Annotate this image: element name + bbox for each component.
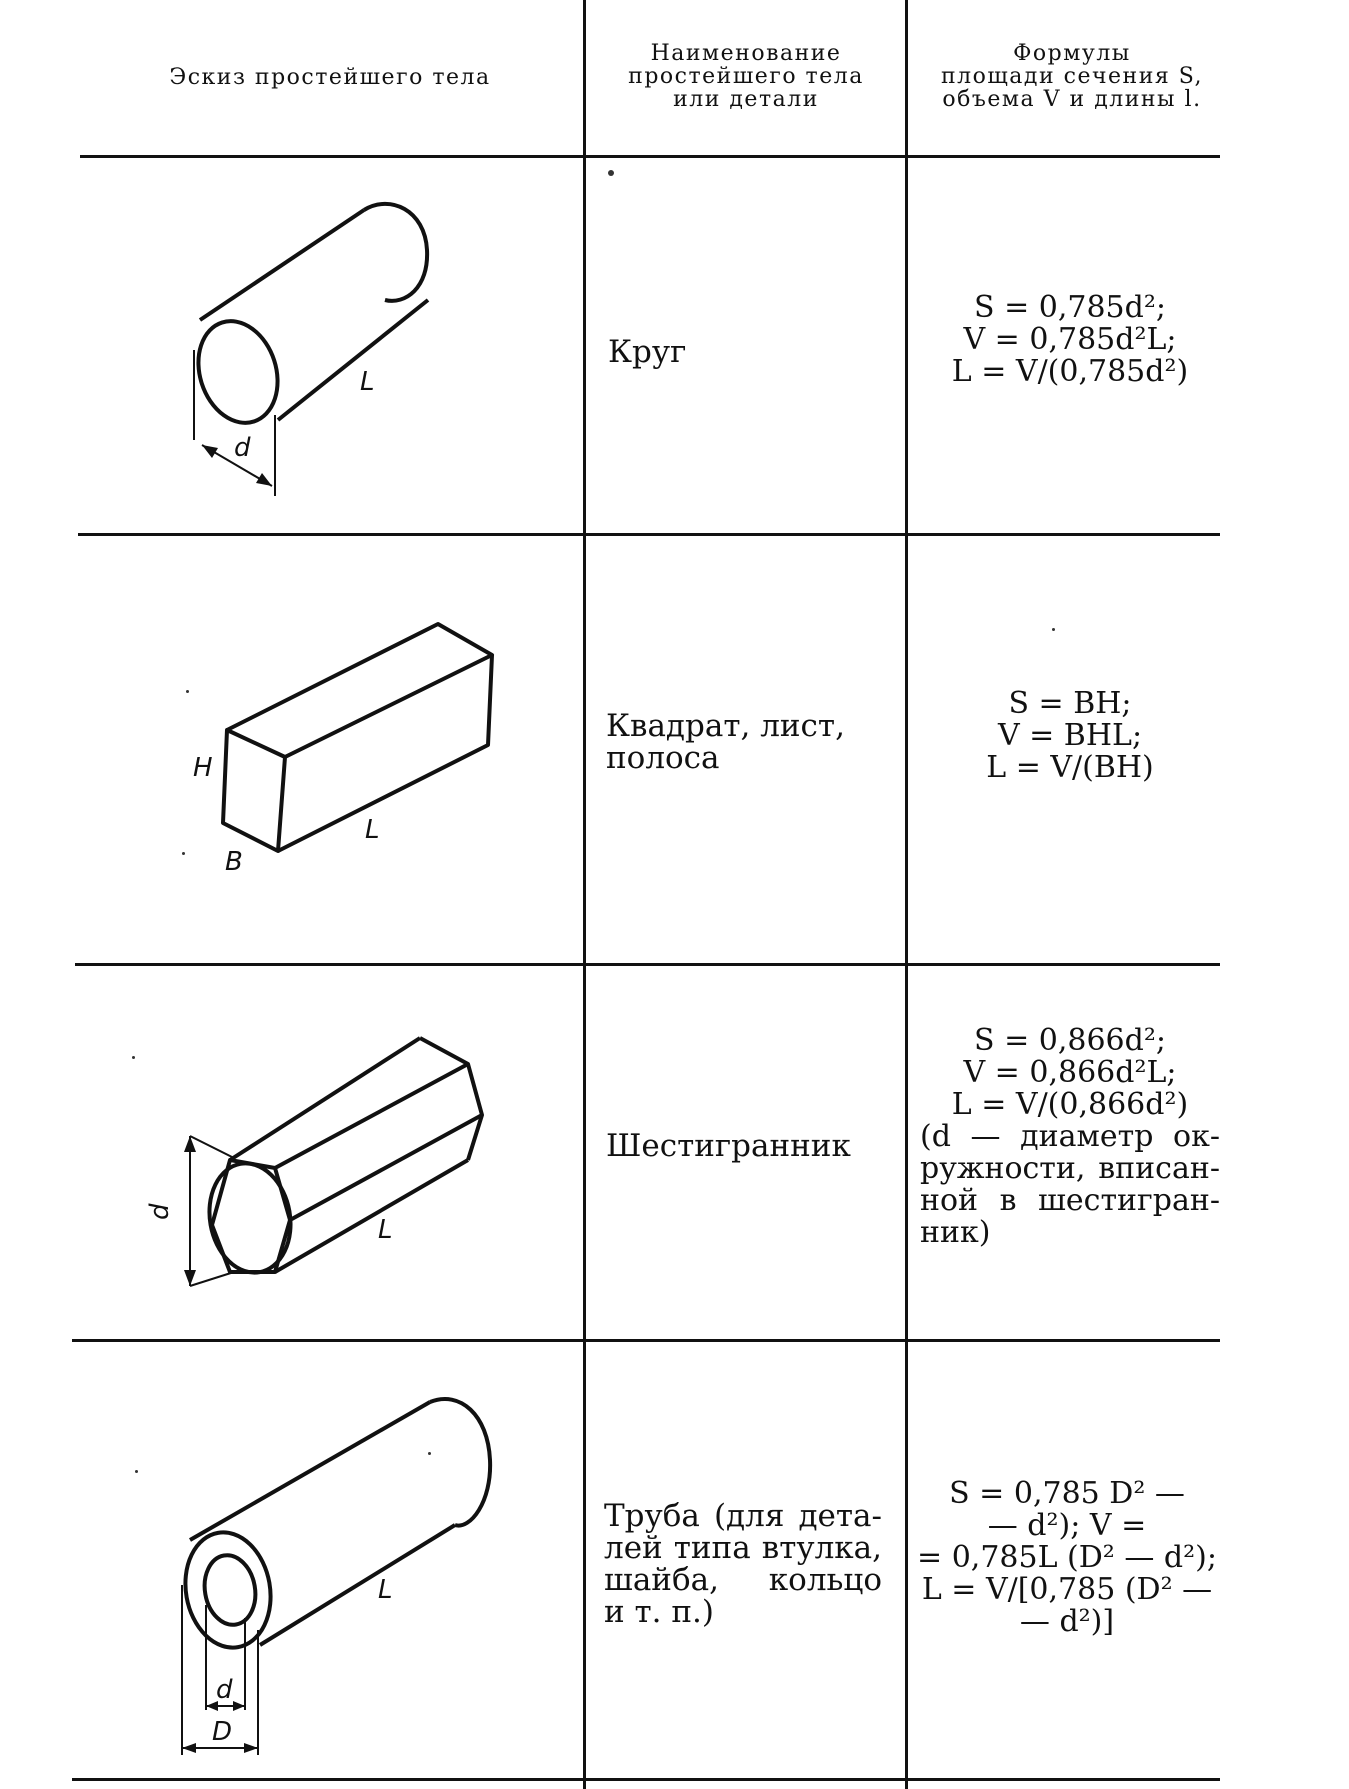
- header-name: Наименование простейшего тела или детали: [628, 41, 864, 112]
- svg-text:L: L: [378, 1215, 393, 1245]
- svg-text:B: B: [225, 847, 243, 877]
- row-2-name: Квадрат, лист, полоса: [606, 710, 878, 774]
- speck: [132, 1056, 135, 1059]
- row-3-formula: S = 0,866d²; V = 0,866d²L; L = V/(0,866d…: [920, 1023, 1220, 1250]
- header-sketch: Эскиз простейшего тела: [169, 65, 491, 90]
- cylinder-icon: L d: [180, 200, 480, 504]
- svg-text:H: H: [193, 753, 213, 783]
- svg-text:L: L: [360, 367, 375, 397]
- column-divider-2: [905, 0, 908, 1789]
- row-rule-1: [78, 533, 1220, 536]
- svg-text:L: L: [365, 815, 380, 845]
- svg-text:d: d: [145, 1203, 175, 1220]
- row-4-formula: S = 0,785 D² — — d²); V = = 0,785L (D² —…: [917, 1476, 1217, 1639]
- row-2-name-line-1: Квадрат, лист,: [606, 708, 845, 744]
- rectangular-prism-icon: H B L: [185, 610, 505, 877]
- header-formulas: Формулы площади сечения S, объема V и дл…: [940, 41, 1204, 112]
- row-1-name: Круг: [608, 334, 687, 370]
- speck: [1052, 628, 1055, 631]
- svg-text:D: D: [212, 1717, 232, 1747]
- row-3-name: Шестигранник: [606, 1128, 851, 1164]
- speck: [182, 852, 185, 855]
- tube-icon: L d D: [170, 1390, 500, 1774]
- row-2-formula: S = BH; V = BHL; L = V/(BH): [986, 686, 1154, 785]
- speck: [135, 1470, 138, 1473]
- row-4-name: Труба (для дета- лей типа втулка, шайба,…: [604, 1498, 882, 1630]
- column-divider-1: [583, 0, 586, 1789]
- hexagonal-prism-icon: d L: [145, 1020, 500, 1304]
- svg-text:d: d: [216, 1675, 233, 1705]
- row-1-formula: S = 0,785d²; V = 0,785d²L; L = V/(0,785d…: [951, 290, 1189, 389]
- svg-text:L: L: [378, 1575, 393, 1605]
- row-rule-3: [72, 1339, 1220, 1342]
- speck: [186, 690, 189, 693]
- header-rule: [80, 155, 1220, 158]
- speck: [428, 1452, 431, 1455]
- svg-text:d: d: [234, 433, 251, 463]
- ink-dot: [608, 170, 614, 176]
- row-rule-4: [72, 1778, 1220, 1781]
- row-rule-2: [75, 963, 1220, 966]
